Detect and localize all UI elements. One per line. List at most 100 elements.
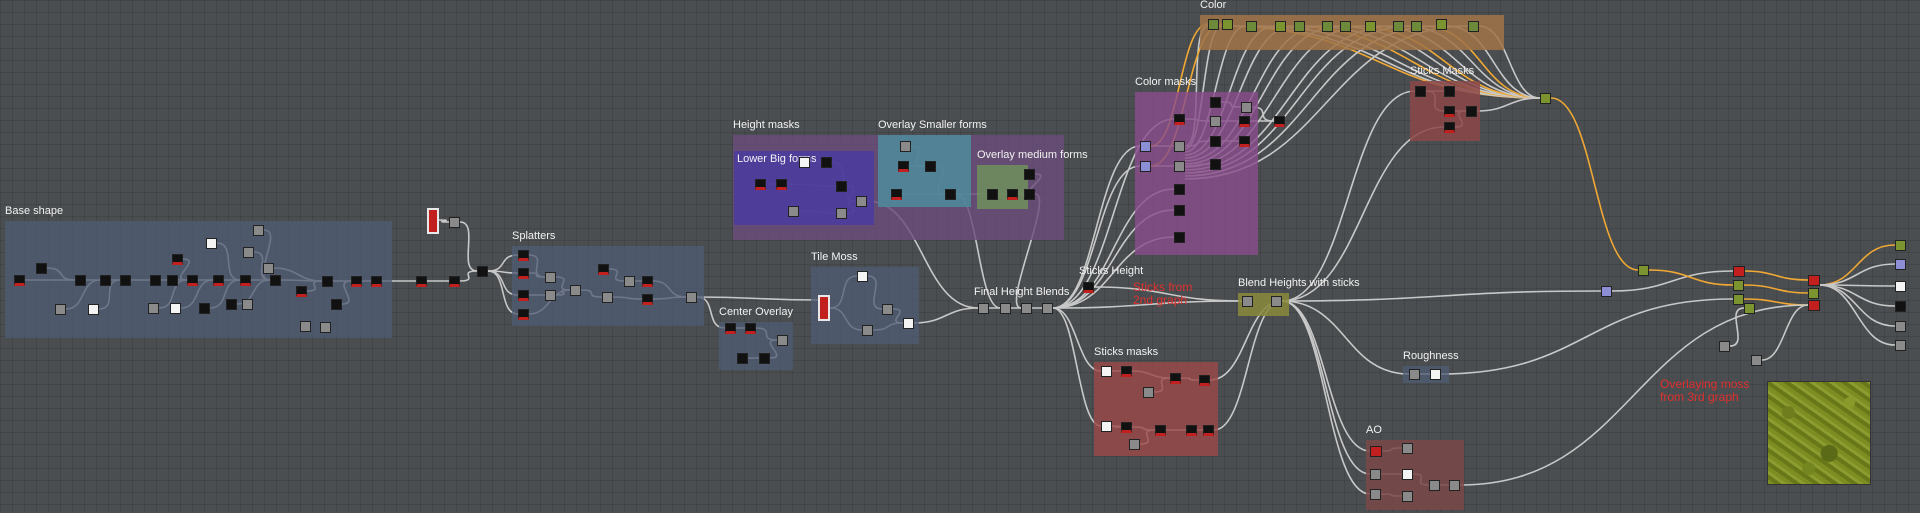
node[interactable]: [1895, 301, 1906, 312]
node[interactable]: [1101, 366, 1112, 377]
frame-sticks-height[interactable]: Sticks Height: [1079, 265, 1143, 301]
node[interactable]: [240, 275, 251, 286]
node[interactable]: [1210, 97, 1221, 108]
node[interactable]: [75, 275, 86, 286]
node[interactable]: [1733, 280, 1744, 291]
node[interactable]: [120, 275, 131, 286]
node[interactable]: [857, 271, 868, 282]
node[interactable]: [1719, 341, 1730, 352]
node[interactable]: [1444, 106, 1455, 117]
node[interactable]: [1429, 480, 1440, 491]
node[interactable]: [1024, 169, 1035, 180]
node[interactable]: [1601, 286, 1612, 297]
node[interactable]: [351, 276, 362, 287]
node[interactable]: [1430, 369, 1441, 380]
node[interactable]: [1733, 266, 1745, 277]
node[interactable]: [545, 290, 556, 301]
node[interactable]: [1174, 161, 1185, 172]
node[interactable]: [100, 275, 111, 286]
node[interactable]: [882, 304, 893, 315]
node[interactable]: [642, 276, 653, 287]
node[interactable]: [1140, 141, 1151, 152]
node[interactable]: [199, 303, 210, 314]
node[interactable]: [36, 263, 47, 274]
node[interactable]: [1370, 489, 1381, 500]
node[interactable]: [1274, 116, 1285, 127]
node[interactable]: [598, 264, 609, 275]
node[interactable]: [1210, 136, 1221, 147]
node[interactable]: [545, 272, 556, 283]
node[interactable]: [1449, 480, 1460, 491]
node[interactable]: [1733, 294, 1744, 305]
node[interactable]: [1203, 425, 1214, 436]
node[interactable]: [1208, 19, 1219, 30]
node[interactable]: [1466, 106, 1477, 117]
node[interactable]: [322, 276, 333, 287]
node[interactable]: [570, 285, 581, 296]
node[interactable]: [1468, 21, 1479, 32]
node[interactable]: [759, 353, 770, 364]
node[interactable]: [167, 275, 178, 286]
node[interactable]: [172, 254, 183, 265]
node[interactable]: [1155, 425, 1166, 436]
node[interactable]: [206, 238, 217, 249]
node[interactable]: [1121, 366, 1132, 377]
node[interactable]: [900, 141, 911, 152]
node[interactable]: [755, 179, 766, 190]
node[interactable]: [518, 268, 529, 279]
node[interactable]: [777, 335, 788, 346]
node[interactable]: [150, 275, 161, 286]
moss-texture-preview[interactable]: [1767, 381, 1871, 485]
node[interactable]: [898, 161, 909, 172]
node[interactable]: [821, 157, 832, 168]
node[interactable]: [1402, 443, 1413, 454]
node[interactable]: [1895, 340, 1906, 351]
node[interactable]: [1241, 102, 1252, 113]
node[interactable]: [416, 276, 427, 287]
node[interactable]: [320, 322, 331, 333]
node[interactable]: [818, 295, 830, 321]
node[interactable]: [862, 325, 873, 336]
node[interactable]: [1895, 321, 1906, 332]
node[interactable]: [1024, 189, 1035, 200]
frame-color[interactable]: Color: [1200, 0, 1504, 50]
frame-ao[interactable]: AO: [1366, 424, 1464, 510]
frame-base-shape[interactable]: Base shape: [5, 205, 392, 338]
node[interactable]: [518, 290, 529, 301]
node[interactable]: [1246, 21, 1257, 32]
frame-final-height-blends[interactable]: Final Height Blends: [974, 286, 1069, 322]
node[interactable]: [88, 304, 99, 315]
node[interactable]: [1808, 288, 1819, 299]
node[interactable]: [213, 275, 224, 286]
node[interactable]: [602, 292, 613, 303]
node[interactable]: [788, 206, 799, 217]
node[interactable]: [1242, 296, 1253, 307]
frame-splatters[interactable]: Splatters: [512, 230, 704, 326]
node[interactable]: [1186, 425, 1197, 436]
node[interactable]: [371, 276, 382, 287]
node[interactable]: [1365, 21, 1376, 32]
node[interactable]: [14, 275, 25, 286]
node[interactable]: [1409, 369, 1420, 380]
node[interactable]: [270, 275, 281, 286]
node[interactable]: [799, 157, 810, 168]
node[interactable]: [1007, 189, 1018, 200]
node[interactable]: [1895, 240, 1906, 251]
node[interactable]: [1808, 300, 1820, 311]
node[interactable]: [1222, 19, 1233, 30]
node[interactable]: [1402, 469, 1413, 480]
node[interactable]: [945, 189, 956, 200]
node[interactable]: [226, 299, 237, 310]
node[interactable]: [170, 303, 181, 314]
node[interactable]: [518, 309, 529, 320]
node[interactable]: [449, 276, 460, 287]
node[interactable]: [642, 294, 653, 305]
node[interactable]: [263, 263, 274, 274]
node[interactable]: [1638, 265, 1649, 276]
node[interactable]: [1895, 281, 1906, 292]
node[interactable]: [1895, 259, 1906, 270]
node[interactable]: [243, 247, 254, 258]
node[interactable]: [1101, 421, 1112, 432]
node[interactable]: [725, 323, 736, 334]
